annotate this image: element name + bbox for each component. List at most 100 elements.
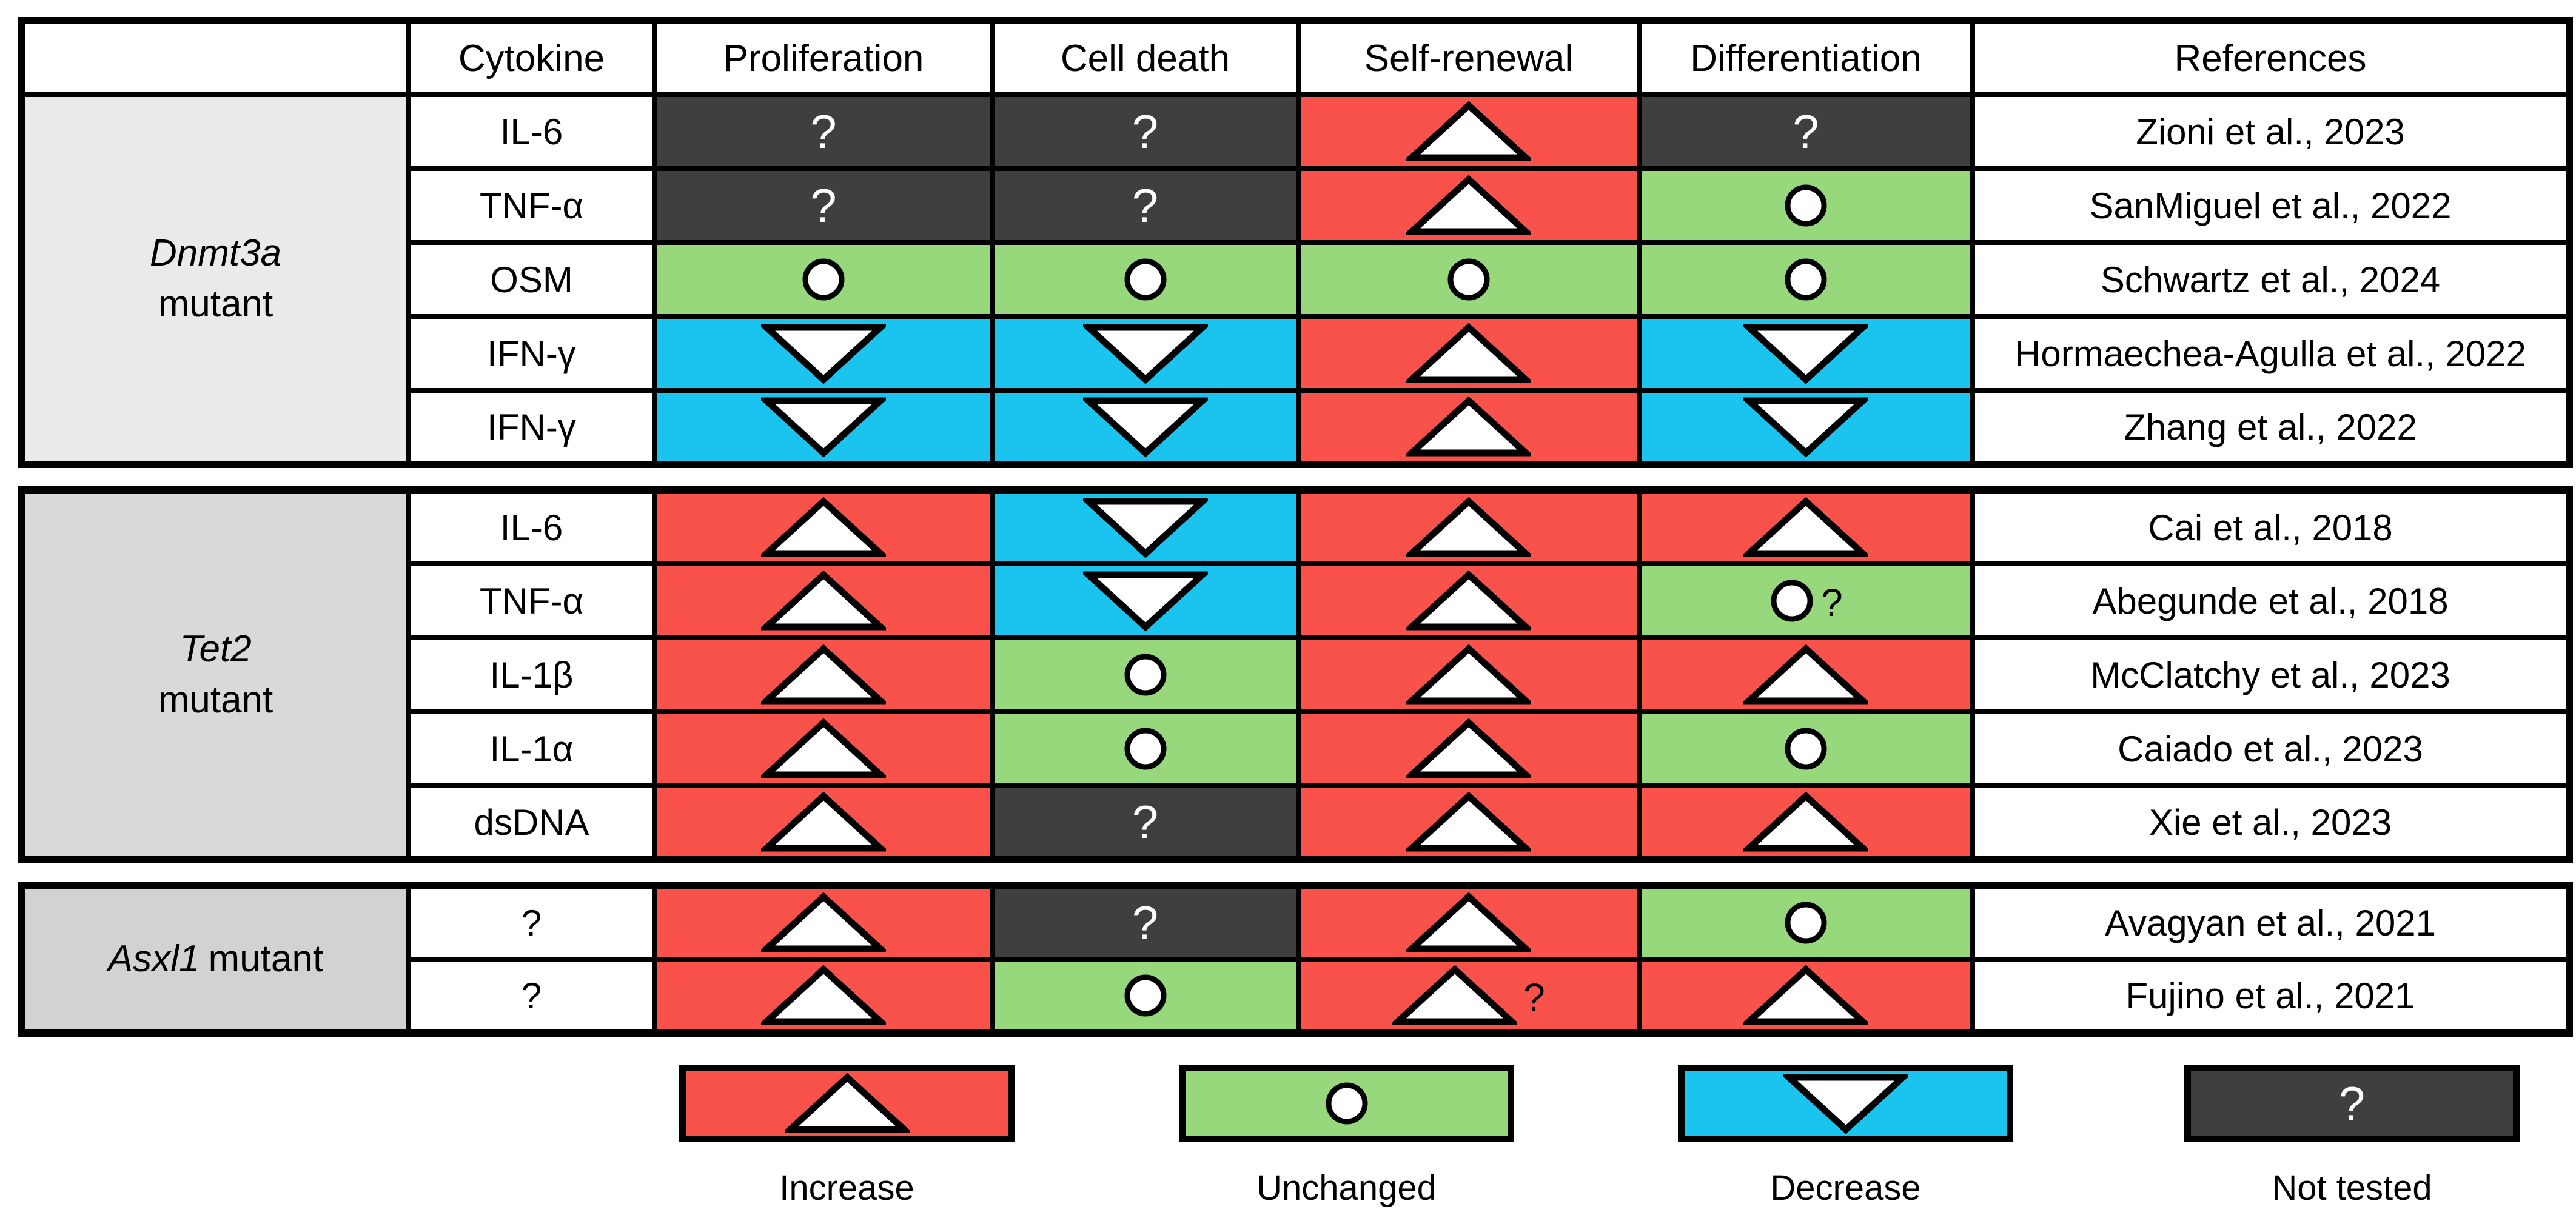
reference-cell: Zioni et al., 2023 xyxy=(1970,92,2572,171)
column-header-cell-death: Cell death xyxy=(990,18,1301,97)
cytokine-cell: IFN-γ xyxy=(406,388,657,467)
decrease-triangle-down-icon xyxy=(761,324,886,384)
effect-symbol xyxy=(1303,322,1634,385)
reference-cell: Fujino et al., 2021 xyxy=(1970,957,2572,1036)
effect-symbol xyxy=(1303,256,1634,303)
reference-cell: Xie et al., 2023 xyxy=(1970,783,2572,862)
effect-symbol xyxy=(997,652,1293,698)
column-header-references: References xyxy=(1970,18,2572,97)
legend-item-not-tested: ? Not tested xyxy=(2184,1065,2520,1208)
unchanged-circle-icon xyxy=(1771,580,1813,622)
effect-cell-self-renewal xyxy=(1296,166,1642,245)
increase-triangle-up-icon xyxy=(1406,497,1531,557)
reference-cell: Abegunde et al., 2018 xyxy=(1970,561,2572,640)
effect-cell-differentiation xyxy=(1637,166,1975,245)
increase-triangle-up-icon xyxy=(1743,791,1868,852)
legend-label: Not tested xyxy=(2272,1168,2432,1208)
effect-symbol xyxy=(660,791,987,854)
effect-cell-cell-death: ? xyxy=(990,783,1301,862)
column-header-self-renewal: Self-renewal xyxy=(1296,18,1642,97)
uncertainty-question-mark: ? xyxy=(1821,581,1843,624)
table-row: ?? Fujino et al., 2021 xyxy=(22,957,2572,1036)
effect-symbol: ? xyxy=(1644,105,1968,158)
cytokine-cell: IL-1α xyxy=(406,709,657,788)
effect-symbol xyxy=(660,891,987,954)
decrease-triangle-down-icon xyxy=(1743,397,1868,458)
increase-triangle-up-icon xyxy=(761,791,886,852)
cytokine-cell: IL-1β xyxy=(406,635,657,714)
unchanged-circle-icon xyxy=(1785,184,1827,227)
effect-cell-differentiation: ? xyxy=(1637,92,1975,171)
effect-symbol xyxy=(997,322,1293,385)
effect-symbol xyxy=(997,256,1293,303)
not-tested-question-icon: ? xyxy=(1132,179,1159,232)
effect-symbol xyxy=(1303,643,1634,706)
effect-symbol xyxy=(1644,256,1968,303)
legend-swatch-increase xyxy=(679,1065,1015,1142)
effect-cell-self-renewal xyxy=(1296,487,1642,566)
gene-name: Asxl1 xyxy=(107,938,200,980)
effect-cell-cell-death xyxy=(990,957,1301,1036)
effect-symbol xyxy=(660,569,987,632)
unchanged-circle-icon xyxy=(1785,728,1827,770)
effect-cell-differentiation xyxy=(1637,314,1975,393)
effect-cell-self-renewal xyxy=(1296,388,1642,467)
decrease-triangle-down-icon xyxy=(1743,324,1868,384)
effect-symbol xyxy=(1303,100,1634,163)
effect-symbol xyxy=(1644,791,1968,854)
column-header-cytokine: Cytokine xyxy=(406,18,657,97)
effect-symbol: ? xyxy=(660,108,987,155)
effect-cell-differentiation xyxy=(1637,635,1975,714)
legend-label: Increase xyxy=(779,1168,914,1208)
legend-item-unchanged: Unchanged xyxy=(1179,1065,1514,1208)
cytokine-cell: IL-6 xyxy=(406,487,657,566)
reference-cell: Avagyan et al., 2021 xyxy=(1970,883,2572,962)
effect-cell-self-renewal xyxy=(1296,883,1642,962)
effect-cell-cell-death xyxy=(990,388,1301,467)
effect-symbol xyxy=(660,256,987,303)
not-tested-question-icon: ? xyxy=(1793,105,1819,158)
increase-triangle-up-icon xyxy=(1743,965,1868,1025)
decrease-triangle-down-icon xyxy=(1082,324,1208,384)
increase-triangle-up-icon xyxy=(761,497,886,557)
unchanged-circle-icon xyxy=(1447,258,1490,301)
effect-symbol xyxy=(1303,395,1634,458)
effect-cell-cell-death xyxy=(990,314,1301,393)
effect-cell-differentiation xyxy=(1637,957,1975,1036)
table-row: TNF-α?Abegunde et al., 2018 xyxy=(22,561,2572,640)
effect-symbol xyxy=(997,726,1293,772)
increase-triangle-up-icon xyxy=(784,1073,910,1133)
reference-cell: Hormaechea-Agulla et al., 2022 xyxy=(1970,314,2572,393)
increase-triangle-up-icon xyxy=(1406,396,1531,457)
effect-symbol xyxy=(660,717,987,780)
effect-cell-differentiation xyxy=(1637,487,1975,566)
effect-cell-proliferation xyxy=(652,314,995,393)
effect-symbol xyxy=(997,496,1293,559)
increase-triangle-up-icon xyxy=(761,718,886,778)
effect-cell-self-renewal xyxy=(1296,783,1642,862)
effect-cell-self-renewal xyxy=(1296,240,1642,319)
effect-cell-self-renewal: ? xyxy=(1296,957,1642,1036)
effect-symbol xyxy=(1644,643,1968,706)
effect-symbol xyxy=(997,972,1293,1019)
legend-swatch-unchanged xyxy=(1179,1065,1514,1142)
increase-triangle-up-icon xyxy=(1406,791,1531,852)
effect-cell-self-renewal xyxy=(1296,561,1642,640)
increase-triangle-up-icon xyxy=(761,644,886,705)
not-tested-question-icon: ? xyxy=(2338,1077,2366,1130)
cytokine-cell: ? xyxy=(406,957,657,1036)
effect-symbol: ? xyxy=(660,182,987,229)
effect-cell-differentiation xyxy=(1637,783,1975,862)
effect-symbol xyxy=(1303,569,1634,632)
effect-symbol xyxy=(1644,964,1968,1027)
not-tested-question-icon: ? xyxy=(1132,795,1159,849)
